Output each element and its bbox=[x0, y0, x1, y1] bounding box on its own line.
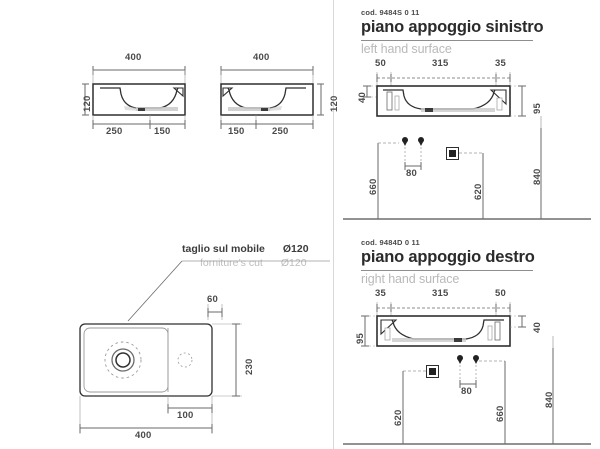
dim-front-left-bottom-b: 150 bbox=[154, 126, 171, 137]
plan-view-geometry bbox=[79, 304, 242, 434]
front-section-left: 400 120 250 150 bbox=[82, 52, 198, 148]
dim-right-620: 620 bbox=[393, 409, 404, 426]
dim-front-right-bottom-a: 150 bbox=[228, 126, 245, 137]
panel-right-geometry bbox=[343, 302, 591, 445]
dim-front-left-bottom-a: 250 bbox=[106, 126, 123, 137]
dim-plan-drain-y: 60 bbox=[207, 294, 218, 305]
dim-left-660: 660 bbox=[368, 178, 379, 195]
column-divider bbox=[333, 0, 334, 449]
plan-view-group: taglio sul mobile Ø120 forniture’s cut Ø… bbox=[0, 235, 333, 449]
dim-front-left-height: 120 bbox=[82, 95, 93, 112]
dim-left-95: 95 bbox=[532, 103, 543, 114]
callout-label-en: forniture’s cut bbox=[200, 257, 263, 269]
front-section-right: 400 120 150 250 bbox=[216, 52, 340, 148]
dim-front-left-top: 400 bbox=[125, 52, 142, 63]
callout-value-it: Ø120 bbox=[282, 243, 309, 255]
tap-symbols bbox=[402, 137, 424, 146]
dim-left-80: 80 bbox=[406, 168, 417, 179]
dim-plan-height: 230 bbox=[244, 358, 255, 375]
dim-left-620: 620 bbox=[473, 183, 484, 200]
dim-plan-width: 400 bbox=[135, 430, 152, 441]
panel-left-title-it: piano appoggio sinistro bbox=[361, 18, 544, 36]
dim-left-40: 40 bbox=[357, 92, 368, 103]
panel-right-title-en: right hand surface bbox=[361, 272, 460, 286]
panel-left-code: cod. 9484S 0 11 bbox=[361, 8, 420, 17]
dim-right-95: 95 bbox=[355, 333, 366, 344]
panel-left-title-en: left hand surface bbox=[361, 42, 452, 56]
dim-right-top-b: 315 bbox=[432, 288, 449, 299]
callout-leader bbox=[127, 260, 330, 322]
panel-left-hand-surface: cod. 9484S 0 11 piano appoggio sinistro … bbox=[333, 0, 600, 226]
panel-right-title-it: piano appoggio destro bbox=[361, 248, 535, 266]
plan-view: 60 230 100 400 bbox=[60, 280, 300, 441]
dim-front-right-bottom-b: 250 bbox=[272, 126, 289, 137]
front-sections-group: 400 120 250 150 bbox=[0, 0, 340, 160]
dim-right-top-a: 35 bbox=[375, 288, 386, 299]
dim-right-40: 40 bbox=[532, 322, 543, 333]
panel-left-title-rule bbox=[361, 40, 533, 41]
dim-left-840: 840 bbox=[532, 168, 543, 185]
callout-value-en: Ø120 bbox=[280, 257, 307, 269]
callout-text-block: taglio sul mobile Ø120 forniture’s cut Ø… bbox=[182, 243, 309, 269]
dim-right-840: 840 bbox=[544, 391, 555, 408]
panel-right-title-rule bbox=[361, 270, 533, 271]
front-section-right-geometry bbox=[220, 66, 324, 129]
panel-left-geometry bbox=[343, 72, 591, 220]
tap-symbols-mirrored bbox=[457, 355, 479, 364]
dim-plan-drain-x: 100 bbox=[177, 410, 194, 421]
dim-left-top-b: 315 bbox=[432, 58, 449, 69]
panel-right-hand-surface: cod. 9484D 0 11 piano appoggio destro ri… bbox=[333, 226, 600, 449]
front-section-left-geometry bbox=[82, 66, 186, 129]
dim-left-top-a: 50 bbox=[375, 58, 386, 69]
dim-right-top-c: 50 bbox=[495, 288, 506, 299]
panel-right-code: cod. 9484D 0 11 bbox=[361, 238, 420, 247]
dim-right-80: 80 bbox=[461, 386, 472, 397]
dim-left-top-c: 35 bbox=[495, 58, 506, 69]
callout-label-it: taglio sul mobile bbox=[182, 243, 265, 255]
dim-front-right-top: 400 bbox=[253, 52, 270, 63]
dim-right-660: 660 bbox=[495, 405, 506, 422]
